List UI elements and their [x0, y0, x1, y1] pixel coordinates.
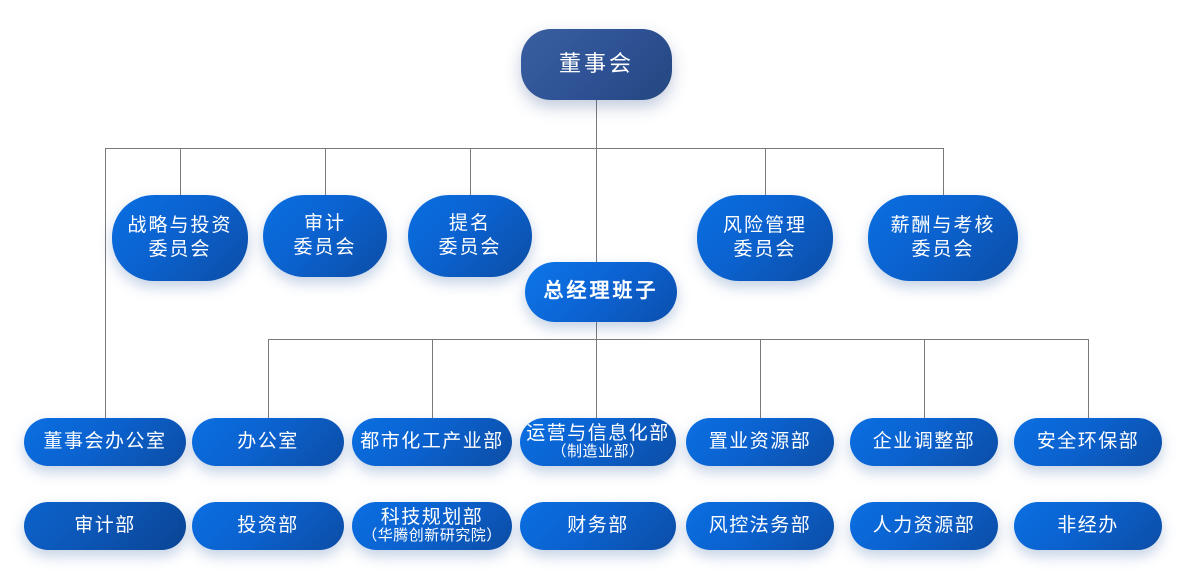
- node-label: 企业调整部: [872, 430, 976, 452]
- connector-root-stem: [596, 99, 597, 149]
- node-human-resources-dept[interactable]: 人力资源部: [850, 502, 998, 550]
- node-label-line1: 风险管理: [722, 214, 807, 236]
- node-label: 都市化工产业部: [360, 430, 504, 452]
- node-label: 审计部: [74, 514, 136, 536]
- node-finance-dept[interactable]: 财务部: [520, 502, 676, 550]
- node-label-line1: 审计: [303, 212, 346, 234]
- node-label-line1: 提名: [448, 212, 491, 234]
- connector-drop-dept-2: [432, 339, 433, 419]
- node-risk-management-committee[interactable]: 风险管理 委员会: [697, 195, 833, 281]
- node-label-line2: 委员会: [733, 239, 797, 260]
- connector-board-office-drop: [105, 148, 106, 420]
- node-label-line1: 战略与投资: [127, 214, 233, 236]
- node-general-manager-team[interactable]: 总经理班子: [525, 262, 677, 322]
- connector-drop-dept-1: [268, 339, 269, 419]
- node-label-line2: 委员会: [293, 237, 357, 258]
- node-board-of-directors[interactable]: 董事会: [521, 29, 672, 100]
- connector-drop-committee-1: [180, 148, 181, 196]
- node-label: 运营与信息化部: [526, 422, 670, 444]
- node-label: 人力资源部: [872, 514, 976, 536]
- connector-drop-dept-5: [924, 339, 925, 419]
- node-label-line2: 委员会: [438, 237, 502, 258]
- node-safety-environmental-dept[interactable]: 安全环保部: [1014, 418, 1162, 466]
- connector-drop-dept-3: [596, 339, 597, 419]
- node-audit-dept[interactable]: 审计部: [24, 502, 186, 550]
- connector-drop-committee-4: [765, 148, 766, 196]
- node-non-operating-office[interactable]: 非经办: [1014, 502, 1162, 550]
- node-label: 置业资源部: [708, 430, 812, 452]
- node-label: 投资部: [237, 514, 299, 536]
- node-board-office[interactable]: 董事会办公室: [24, 418, 186, 466]
- connector-drop-committee-3: [470, 148, 471, 196]
- connector-root-to-gm: [596, 148, 597, 262]
- node-label: 科技规划部: [380, 506, 484, 528]
- node-label-line1: 薪酬与考核: [890, 214, 996, 236]
- node-operations-informatization-dept[interactable]: 运营与信息化部 （制造业部）: [520, 418, 676, 466]
- connector-lower-bus: [268, 339, 1089, 340]
- node-investment-dept[interactable]: 投资部: [192, 502, 344, 550]
- node-label-line2: 委员会: [911, 239, 975, 260]
- connector-upper-bus: [105, 148, 944, 149]
- node-label: 安全环保部: [1036, 430, 1140, 452]
- node-property-resources-dept[interactable]: 置业资源部: [686, 418, 834, 466]
- node-label: 总经理班子: [543, 280, 659, 303]
- node-label: 风控法务部: [708, 514, 812, 536]
- node-sublabel: （制造业部）: [551, 444, 645, 461]
- node-label: 办公室: [237, 430, 299, 452]
- node-label: 非经办: [1057, 514, 1119, 536]
- node-enterprise-restructuring-dept[interactable]: 企业调整部: [850, 418, 998, 466]
- node-label: 财务部: [567, 514, 629, 536]
- node-label: 董事会: [558, 51, 634, 77]
- connector-drop-committee-5: [943, 148, 944, 196]
- node-strategy-investment-committee[interactable]: 战略与投资 委员会: [112, 195, 248, 281]
- connector-drop-dept-6: [1088, 339, 1089, 419]
- node-technology-planning-dept[interactable]: 科技规划部 （华腾创新研究院）: [352, 502, 512, 550]
- node-urban-chemical-industry-dept[interactable]: 都市化工产业部: [352, 418, 512, 466]
- node-risk-control-legal-dept[interactable]: 风控法务部: [686, 502, 834, 550]
- node-label-line2: 委员会: [148, 239, 212, 260]
- node-nomination-committee[interactable]: 提名 委员会: [408, 195, 532, 277]
- node-sublabel: （华腾创新研究院）: [362, 528, 502, 545]
- node-label: 董事会办公室: [43, 430, 167, 452]
- node-audit-committee[interactable]: 审计 委员会: [263, 195, 387, 277]
- connector-drop-dept-4: [760, 339, 761, 419]
- node-compensation-appraisal-committee[interactable]: 薪酬与考核 委员会: [868, 195, 1018, 281]
- connector-drop-committee-2: [325, 148, 326, 196]
- connector-gm-stem: [596, 322, 597, 340]
- node-office[interactable]: 办公室: [192, 418, 344, 466]
